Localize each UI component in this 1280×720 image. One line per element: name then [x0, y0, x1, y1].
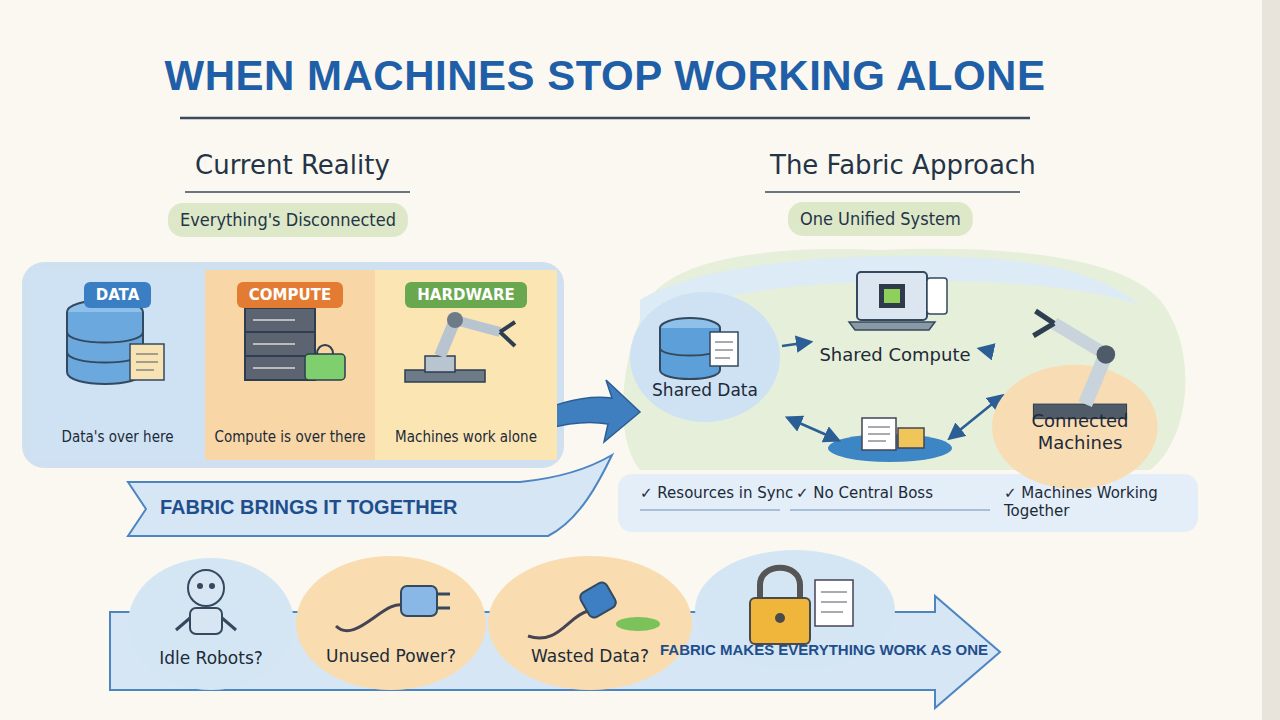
node-label: Wasted Data? [531, 646, 649, 666]
panel-fill [375, 270, 557, 460]
panel-ground [22, 262, 564, 468]
text-row: Data's over here [30, 427, 205, 446]
edge-strip [1262, 0, 1280, 720]
node-shape [488, 556, 692, 690]
panel-fill [205, 270, 375, 460]
text-row: Connected Machines [984, 410, 1176, 453]
text-row: Shared Compute [813, 344, 977, 366]
node-icon [813, 266, 977, 394]
underline [790, 510, 990, 511]
resource-node: Idle Robots? [128, 558, 294, 690]
doc-line [868, 434, 890, 435]
folder-icon [898, 428, 924, 448]
node-icon [296, 556, 486, 690]
node-label: Machines work alone [395, 428, 537, 446]
node-label: Shared Data [652, 380, 758, 400]
section-heading: Current Reality [195, 150, 390, 180]
stack-panel: DATA Data's over here [30, 270, 205, 460]
sync-arrow [788, 418, 838, 440]
subtitle-pill [788, 202, 973, 236]
unified-ground [623, 249, 1185, 470]
flow-arrow [980, 348, 982, 351]
node-label: Data's over here [62, 428, 174, 446]
bubble-fill [128, 558, 294, 690]
node-label: Idle Robots? [159, 648, 263, 668]
node-label: Unused Power? [326, 646, 456, 666]
banner-text: FABRIC BRINGS IT TOGETHER [160, 496, 457, 519]
doc-line [821, 592, 847, 593]
banner-text: FABRIC MAKES EVERYTHING WORK AS ONE [660, 641, 988, 658]
node-shape [296, 556, 486, 690]
resource-node: Shared Data [630, 292, 780, 422]
resource-node: Unused Power? [296, 556, 486, 690]
text-row: COMPUTE [205, 282, 375, 308]
doc-line [868, 427, 890, 428]
benefit-check: ✓ Resources in Sync [640, 484, 793, 502]
banner-arrow [128, 455, 612, 536]
diagram-title: WHEN MACHINES STOP WORKING ALONE [0, 52, 1210, 100]
node-icon [128, 558, 294, 690]
lock-shackle [760, 568, 800, 600]
bubble-fill [488, 556, 692, 690]
text-row: DATA [30, 282, 205, 308]
subtitle-pill [168, 203, 408, 237]
section-subtitle: Everything's Disconnected [180, 209, 396, 230]
node-label: Shared Compute [819, 344, 970, 366]
flow-arrow [782, 342, 810, 346]
category-tag: HARDWARE [405, 282, 526, 308]
category-tag: COMPUTE [237, 282, 343, 308]
node-label: Compute is over there [215, 428, 366, 446]
text-row: Shared Data [630, 380, 780, 400]
resource-node: Shared Compute [813, 266, 977, 394]
benefit-check: ✓ No Central Boss [796, 484, 933, 502]
resource-node: Connected Machines [984, 282, 1176, 460]
node-icon [630, 292, 780, 422]
underline [640, 510, 780, 511]
keyhole [775, 613, 785, 623]
panel-fill [30, 270, 205, 460]
node-icon [488, 556, 692, 690]
benefit-check: ✓ Machines Working Together [1004, 484, 1184, 520]
title-underline [180, 117, 1030, 120]
doc-line [821, 602, 847, 603]
lock-body [750, 598, 810, 644]
doc-line [868, 441, 886, 442]
doc-line [821, 612, 843, 613]
text-row: Machines work alone [375, 427, 557, 446]
heading-underline [185, 191, 410, 193]
document-icon [862, 418, 896, 450]
document-icon [815, 580, 853, 626]
category-tag: DATA [84, 282, 152, 308]
stack-panel: HARDWARE Machines work alone [375, 270, 557, 460]
text-row: Compute is over there [205, 427, 375, 446]
text-row: Idle Robots? [128, 648, 294, 668]
text-row: HARDWARE [375, 282, 557, 308]
stack-panel: COMPUTE Compute is over there [205, 270, 375, 460]
node-label: Connected Machines [990, 410, 1170, 453]
heading-underline [765, 191, 1020, 193]
section-subtitle: One Unified System [800, 208, 961, 229]
bubble-fill [630, 292, 780, 422]
section-heading: The Fabric Approach [770, 150, 1036, 180]
bubble-fill [296, 556, 486, 690]
resource-node: Wasted Data? [488, 556, 692, 690]
text-row: Unused Power? [296, 646, 486, 666]
